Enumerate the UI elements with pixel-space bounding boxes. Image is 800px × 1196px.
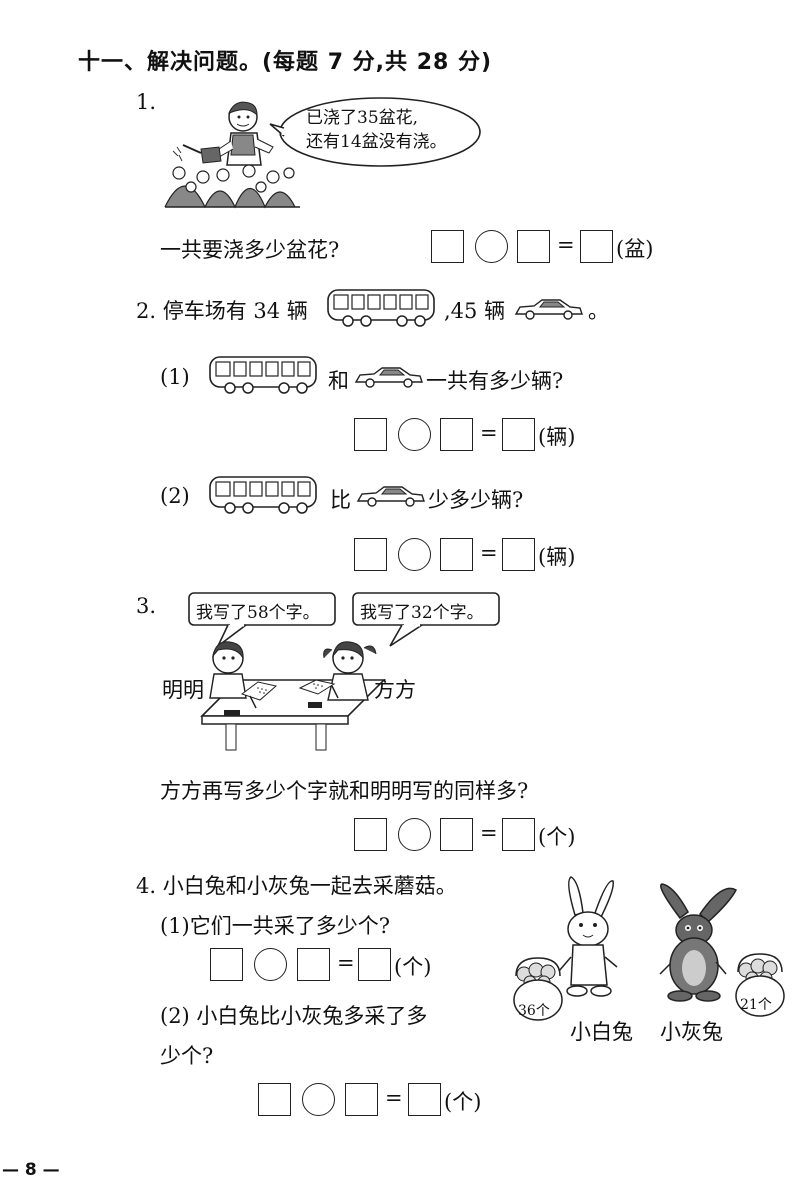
q2-sub2-answer-box-2[interactable]: [440, 538, 473, 571]
q1-number: 1.: [136, 90, 157, 114]
right-basket-icon: [735, 953, 785, 1017]
q4-sub1-result-box[interactable]: [358, 948, 391, 981]
q4-sub1-equals: =: [337, 951, 355, 975]
q1-question: 一共要浇多少盆花?: [160, 238, 340, 262]
q1-answer-box-2[interactable]: [517, 230, 550, 263]
q2-sub2-question: 少多少辆?: [428, 488, 524, 512]
q4-sub1-answer-box-1[interactable]: [210, 948, 243, 981]
boy-watering-illustration: [164, 101, 300, 209]
q1-speech-line-1: 已浇了35盆花,: [306, 108, 419, 128]
q4-sub2-equals: =: [385, 1086, 403, 1110]
q3-speech-bubble-right-shape: [352, 592, 500, 647]
q3-speech-right: 我写了32个字。: [360, 603, 484, 623]
q4-sub1-operator-circle[interactable]: [254, 948, 287, 981]
q3-name-right: 方方: [374, 678, 416, 702]
q2-middle: ,45 辆: [444, 299, 506, 323]
q3-unit: (个): [538, 825, 576, 849]
q4-sub1: (1)它们一共采了多少个?: [160, 914, 391, 938]
q3-result-box[interactable]: [502, 818, 535, 851]
q2-prefix: 2. 停车场有 34 辆: [136, 299, 308, 323]
q2-sub1-unit: (辆): [538, 425, 576, 449]
section-heading: 十一、解决问题。(每题 7 分,共 28 分): [78, 50, 493, 75]
basket-left-label: 36个: [518, 1003, 550, 1019]
q4-sub2-operator-circle[interactable]: [302, 1083, 335, 1116]
q2-end: 。: [588, 299, 609, 323]
left-basket-icon: [513, 957, 563, 1021]
q2-sub1-question: 一共有多少辆?: [426, 369, 564, 393]
q1-operator-circle[interactable]: [475, 230, 508, 263]
q3-equals: =: [480, 821, 498, 845]
grey-rabbit-label: 小灰兔: [660, 1020, 723, 1044]
q1-speech-line-2: 还有14盆没有浇。: [306, 132, 447, 152]
q2-sub1-and: 和: [328, 369, 349, 393]
q2-sub2-answer-box-1[interactable]: [354, 538, 387, 571]
q2-sub1-operator-circle[interactable]: [398, 418, 431, 451]
page-number: — 8 —: [2, 1160, 60, 1180]
q3-operator-circle[interactable]: [398, 818, 431, 851]
q3-number: 3.: [136, 594, 157, 618]
q4-sub2-line-2: 少个?: [160, 1044, 214, 1068]
q1-result-box[interactable]: [580, 230, 613, 263]
bus-icon: [209, 476, 317, 514]
q1-speech-text: 已浇了35盆花, 还有14盆没有浇。: [306, 106, 447, 154]
q3-answer-box-2[interactable]: [440, 818, 473, 851]
car-icon: [514, 299, 583, 320]
q2-sub2-operator-circle[interactable]: [398, 538, 431, 571]
q2-sub2-result-box[interactable]: [502, 538, 535, 571]
q2-sub1-answer-box-2[interactable]: [440, 418, 473, 451]
q3-answer-box-1[interactable]: [354, 818, 387, 851]
bus-icon: [327, 289, 435, 327]
q4-intro: 4. 小白兔和小灰兔一起去采蘑菇。: [136, 874, 457, 898]
q4-sub1-unit: (个): [394, 955, 432, 979]
white-rabbit-label: 小白兔: [570, 1020, 633, 1044]
q4-sub2-answer-box-1[interactable]: [258, 1083, 291, 1116]
q3-name-left: 明明: [162, 678, 204, 702]
q2-sub1-result-box[interactable]: [502, 418, 535, 451]
q2-sub2-compare: 比: [330, 488, 351, 512]
bus-icon: [209, 356, 317, 394]
q4-sub2-result-box[interactable]: [408, 1083, 441, 1116]
basket-right-label: 21个: [740, 997, 772, 1013]
q2-sub2-equals: =: [480, 541, 498, 565]
q1-equals: =: [557, 233, 575, 257]
q4-sub2-answer-box-2[interactable]: [345, 1083, 378, 1116]
q1-speech-bubble-shape: [269, 97, 481, 167]
q2-sub1-label: (1): [160, 365, 190, 389]
q2-sub2-label: (2): [160, 484, 190, 508]
q4-sub2-unit: (个): [444, 1090, 482, 1114]
q2-sub1-equals: =: [480, 421, 498, 445]
q3-question: 方方再写多少个字就和明明写的同样多?: [160, 779, 529, 803]
q3-speech-left: 我写了58个字。: [196, 603, 320, 623]
q1-unit: (盆): [616, 237, 654, 261]
q1-answer-box-1[interactable]: [431, 230, 464, 263]
car-icon: [356, 486, 425, 507]
children-writing-illustration: [200, 641, 386, 751]
q2-sub2-unit: (辆): [538, 545, 576, 569]
white-rabbit-illustration: [558, 876, 618, 997]
grey-rabbit-illustration: [659, 883, 737, 1002]
car-icon: [354, 367, 423, 388]
q4-sub1-answer-box-2[interactable]: [297, 948, 330, 981]
q4-sub2-line-1: (2) 小白兔比小灰兔多采了多: [160, 1004, 428, 1028]
q2-sub1-answer-box-1[interactable]: [354, 418, 387, 451]
